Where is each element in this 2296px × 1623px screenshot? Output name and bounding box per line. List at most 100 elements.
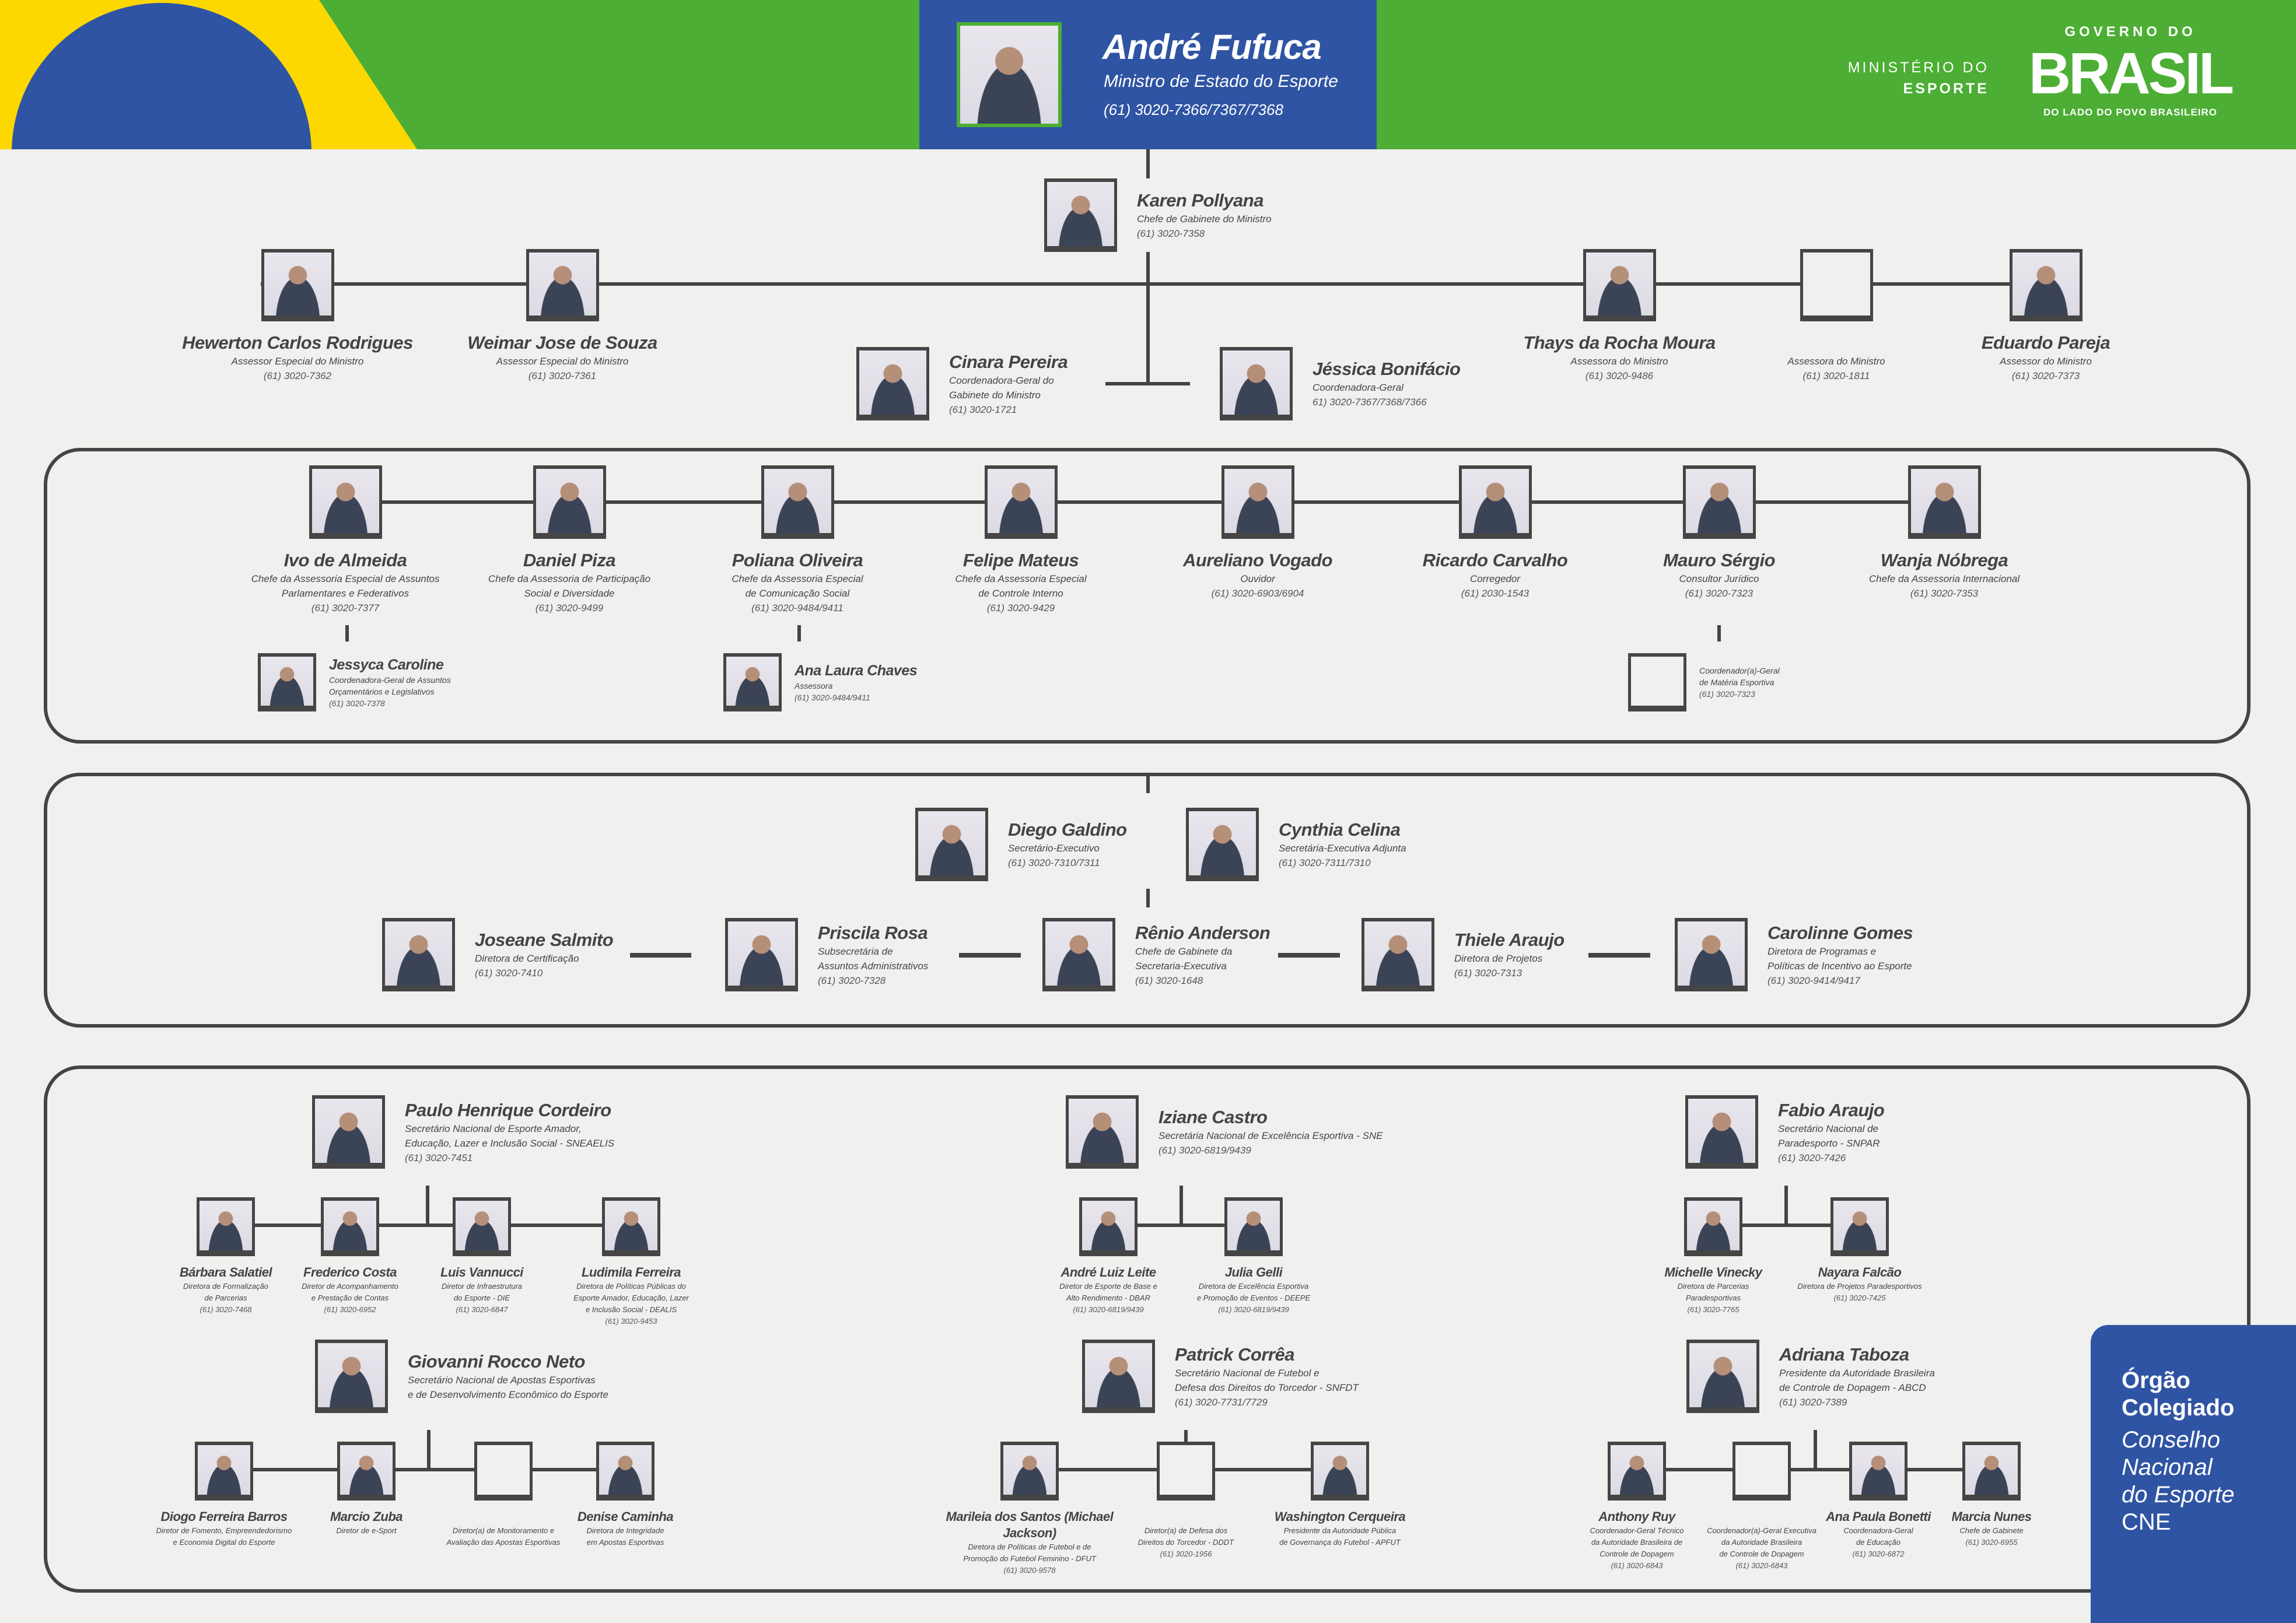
person-photo[interactable] [856,347,929,420]
person-photo[interactable] [197,1197,255,1256]
person-photo[interactable] [602,1197,660,1256]
person-photo[interactable] [1221,465,1294,539]
person-photo[interactable] [453,1197,511,1256]
person-phone: (61) 3020-6872 [1852,1550,1905,1558]
person-photo[interactable] [309,465,382,539]
person-photo[interactable] [321,1197,379,1256]
person-photo[interactable] [1186,808,1259,881]
person-photo[interactable] [761,465,834,539]
person-title: Social e Diversidade [524,588,615,599]
person-title: Gabinete do Ministro [949,389,1041,401]
person-photo[interactable] [2009,249,2082,321]
person-photo[interactable] [195,1442,253,1501]
person-photo[interactable] [1686,1340,1759,1413]
logo-tagline: DO LADO DO POVO BRASILEIRO [2043,107,2218,118]
connector-line [1146,252,1150,384]
person-photo[interactable] [1042,918,1115,991]
connector-line [261,282,2082,286]
person-photo[interactable] [533,465,606,539]
person-title: Assuntos Administrativos [818,960,929,972]
person-photo[interactable] [1362,918,1434,991]
person-photo[interactable] [1311,1442,1369,1501]
person-title: Coordenadora-Geral de Assuntos [329,675,451,685]
person-photo[interactable] [1458,465,1532,539]
person-title: Secretário-Executivo [1008,843,1100,854]
person-photo[interactable] [1000,1442,1059,1501]
person-name: Denise Caminha [577,1509,674,1524]
person-photo[interactable] [1224,1197,1283,1256]
connector-line [345,625,349,642]
person-photo[interactable] [723,653,782,711]
person-name: Marcio Zuba [330,1509,403,1524]
person-photo[interactable] [984,465,1058,539]
council-name-2: Nacional [2122,1454,2213,1480]
vacant-position-placeholder [474,1442,533,1501]
person-photo[interactable] [725,918,798,991]
council-name-3: do Esporte [2122,1482,2235,1508]
person-photo[interactable] [1962,1442,2021,1501]
person-photo[interactable] [315,1340,388,1413]
minister-title: Ministro de Estado do Esporte [1104,72,1338,91]
person-name: Wanja Nóbrega [1880,550,2008,570]
person-phone: (61) 3020-6819/9439 [1158,1145,1251,1156]
person-photo[interactable] [382,918,455,991]
person-title: Diretor de Infraestrutura [441,1282,523,1291]
assessorias-panel [44,448,2250,744]
person-photo[interactable] [1608,1442,1666,1501]
person-photo[interactable] [337,1442,396,1501]
person-name: Washington Cerqueira [1274,1509,1406,1524]
council-card[interactable]: Órgão Colegiado Conselho Nacional do Esp… [2091,1325,2296,1623]
person-photo[interactable] [1849,1442,1908,1501]
person-photo[interactable] [1682,465,1756,539]
person-photo[interactable] [1079,1197,1138,1256]
person-title: Secretário Nacional de Esporte Amador, [405,1123,582,1134]
person-phone: (61) 3020-1721 [949,404,1017,415]
person-title: Secretaria-Executiva [1135,960,1227,972]
person-info: Marileia dos Santos (Michael Jackson)Dir… [942,1509,1117,1576]
person-name: Ana Laura Chaves [794,662,918,679]
person-phone: (61) 3020-7311/7310 [1279,857,1371,868]
person-photo[interactable] [1684,1197,1742,1256]
person-photo[interactable] [258,653,316,711]
person-photo[interactable] [1583,249,1656,321]
person-title: Assessora do Ministro [1787,356,1885,367]
person-photo[interactable] [1685,1095,1758,1169]
person-title: Esporte Amador, Educação, Lazer [573,1294,689,1302]
person-phone: (61) 3020-7362 [263,370,332,381]
person-name: Diego Galdino [1008,819,1127,840]
connector-line [1717,625,1721,642]
minister-card[interactable]: André Fufuca Ministro de Estado do Espor… [919,0,1377,149]
person-photo[interactable] [1066,1095,1139,1169]
person-title: Chefe da Assessoria Especial [955,573,1087,584]
minister-phone: (61) 3020-7366/7367/7368 [1104,101,1283,118]
person-photo[interactable] [915,808,988,881]
person-photo[interactable] [261,249,334,321]
person-photo[interactable] [312,1095,385,1169]
person-title: de Controle Interno [978,588,1063,599]
connector-line [1180,1186,1183,1225]
person-name: Ivo de Almeida [284,550,407,570]
person-photo[interactable] [1044,178,1117,252]
person-name: Poliana Oliveira [732,550,863,570]
person-photo[interactable] [1908,465,1981,539]
connector-line [1713,1224,1860,1227]
person-phone: (61) 3020-7378 [329,699,385,708]
connector-line [1146,773,1150,793]
person-title: Diretor(a) de Defesa dos [1144,1526,1228,1535]
person-phone: (61) 3020-9499 [535,602,604,614]
person-photo[interactable] [1675,918,1748,991]
person-photo[interactable] [1082,1340,1155,1413]
person-photo[interactable] [596,1442,654,1501]
person-photo[interactable] [1831,1197,1889,1256]
person-title: Coordenadora-Geral [1312,382,1404,393]
person-photo[interactable] [1220,347,1293,420]
person-photo[interactable] [526,249,599,321]
